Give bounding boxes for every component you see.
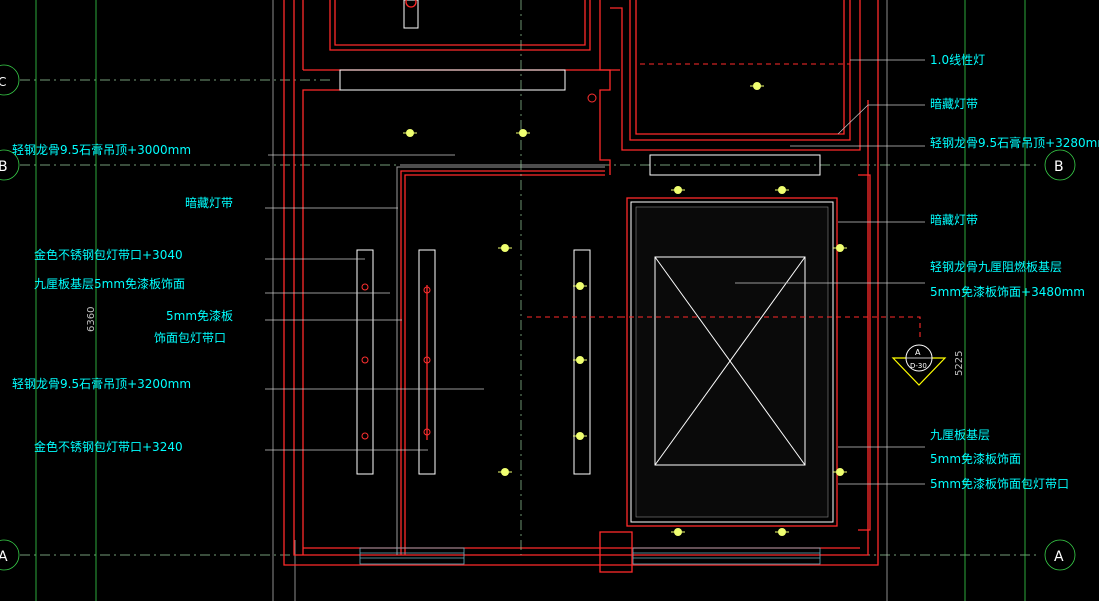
downlight-icon: [498, 468, 512, 476]
downlight-icon: [671, 528, 685, 536]
downlight-icon: [498, 244, 512, 252]
section-ref: D-30: [910, 362, 927, 370]
grid-bubble-b-left: B: [0, 149, 20, 181]
label-gypsum-ceiling-3280: 轻钢龙骨9.5石膏吊顶+3280mm: [930, 135, 1099, 150]
downlight-icon: [775, 186, 789, 194]
label-ply-finish: 5mm免漆板饰面: [930, 451, 1021, 466]
wall-lamp-icon: [361, 283, 369, 291]
downlight-icon: [775, 528, 789, 536]
label-steel-strip-3040: 金色不锈钢包灯带口+3040: [34, 247, 183, 262]
downlight-icon: [671, 186, 685, 194]
dimension-right: 5225: [954, 351, 965, 376]
walls: [283, 0, 879, 566]
downlight-icon: [516, 129, 530, 137]
dimension-left: 6360: [86, 307, 97, 332]
grid-label-c: C: [0, 75, 6, 89]
downlight-icon: [573, 282, 587, 290]
label-finish-board: 5mm免漆板: [166, 308, 233, 323]
leaders-right: [735, 59, 925, 485]
downlights: [403, 82, 847, 536]
wall-lamp-icon: [587, 93, 597, 103]
section-letter: A: [915, 348, 921, 357]
label-gypsum-ceiling-3000: 轻钢龙骨9.5石膏吊顶+3000mm: [12, 142, 191, 157]
label-strip-edge-left: 饰面包灯带口: [154, 331, 226, 345]
label-flame-board-base: 轻钢龙骨九厘阻燃板基层: [930, 259, 1062, 274]
label-ply-base-left: 九厘板基层5mm免漆板饰面: [34, 276, 185, 291]
wall-lamp-icon: [423, 286, 431, 294]
left-ceiling-area: [356, 0, 620, 555]
grid-label-a-left: A: [0, 549, 8, 565]
label-ply-base: 九厘板基层: [930, 428, 990, 442]
grid-bubble-b-right: B: [1044, 149, 1076, 181]
wall-lamp-icon: [423, 428, 431, 436]
label-hidden-strip-left: 暗藏灯带: [185, 195, 233, 210]
label-hidden-strip-1: 暗藏灯带: [930, 96, 978, 111]
downlight-icon: [573, 356, 587, 364]
grid-label-b-right: B: [1054, 159, 1064, 175]
bottom-vents: [359, 531, 821, 573]
grid-bubble-c: C: [0, 64, 20, 96]
label-gypsum-ceiling-3200: 轻钢龙骨9.5石膏吊顶+3200mm: [12, 376, 191, 391]
downlight-icon: [573, 432, 587, 440]
label-finish-3480: 5mm免漆板饰面+3480mm: [930, 284, 1085, 299]
label-strip-edge-finish: 5mm免漆板饰面包灯带口: [930, 476, 1069, 491]
wall-lamp-icon: [361, 432, 369, 440]
recessed-ceiling: [620, 197, 921, 527]
downlight-icon: [833, 468, 847, 476]
section-mark: A D-30: [891, 344, 947, 386]
grid-bubble-a-left: A: [0, 539, 20, 571]
wall-lamp-icon: [423, 356, 431, 364]
label-hidden-strip-2: 暗藏灯带: [930, 212, 978, 227]
grid-bubble-a-right: A: [1044, 539, 1076, 571]
label-linear-light: 1.0线性灯: [930, 53, 985, 67]
leaders-left: [265, 154, 484, 451]
grid-label-a-right: A: [1054, 549, 1064, 565]
downlight-icon: [403, 129, 417, 137]
wall-lamps: [361, 93, 597, 440]
label-steel-strip-3240: 金色不锈钢包灯带口+3240: [34, 439, 183, 454]
top-fixture: [403, 0, 419, 29]
wall-lamp-icon: [361, 356, 369, 364]
grid-label-b-left: B: [0, 159, 8, 175]
beams: [339, 69, 821, 176]
downlight-icon: [833, 244, 847, 252]
downlight-icon: [750, 82, 764, 90]
